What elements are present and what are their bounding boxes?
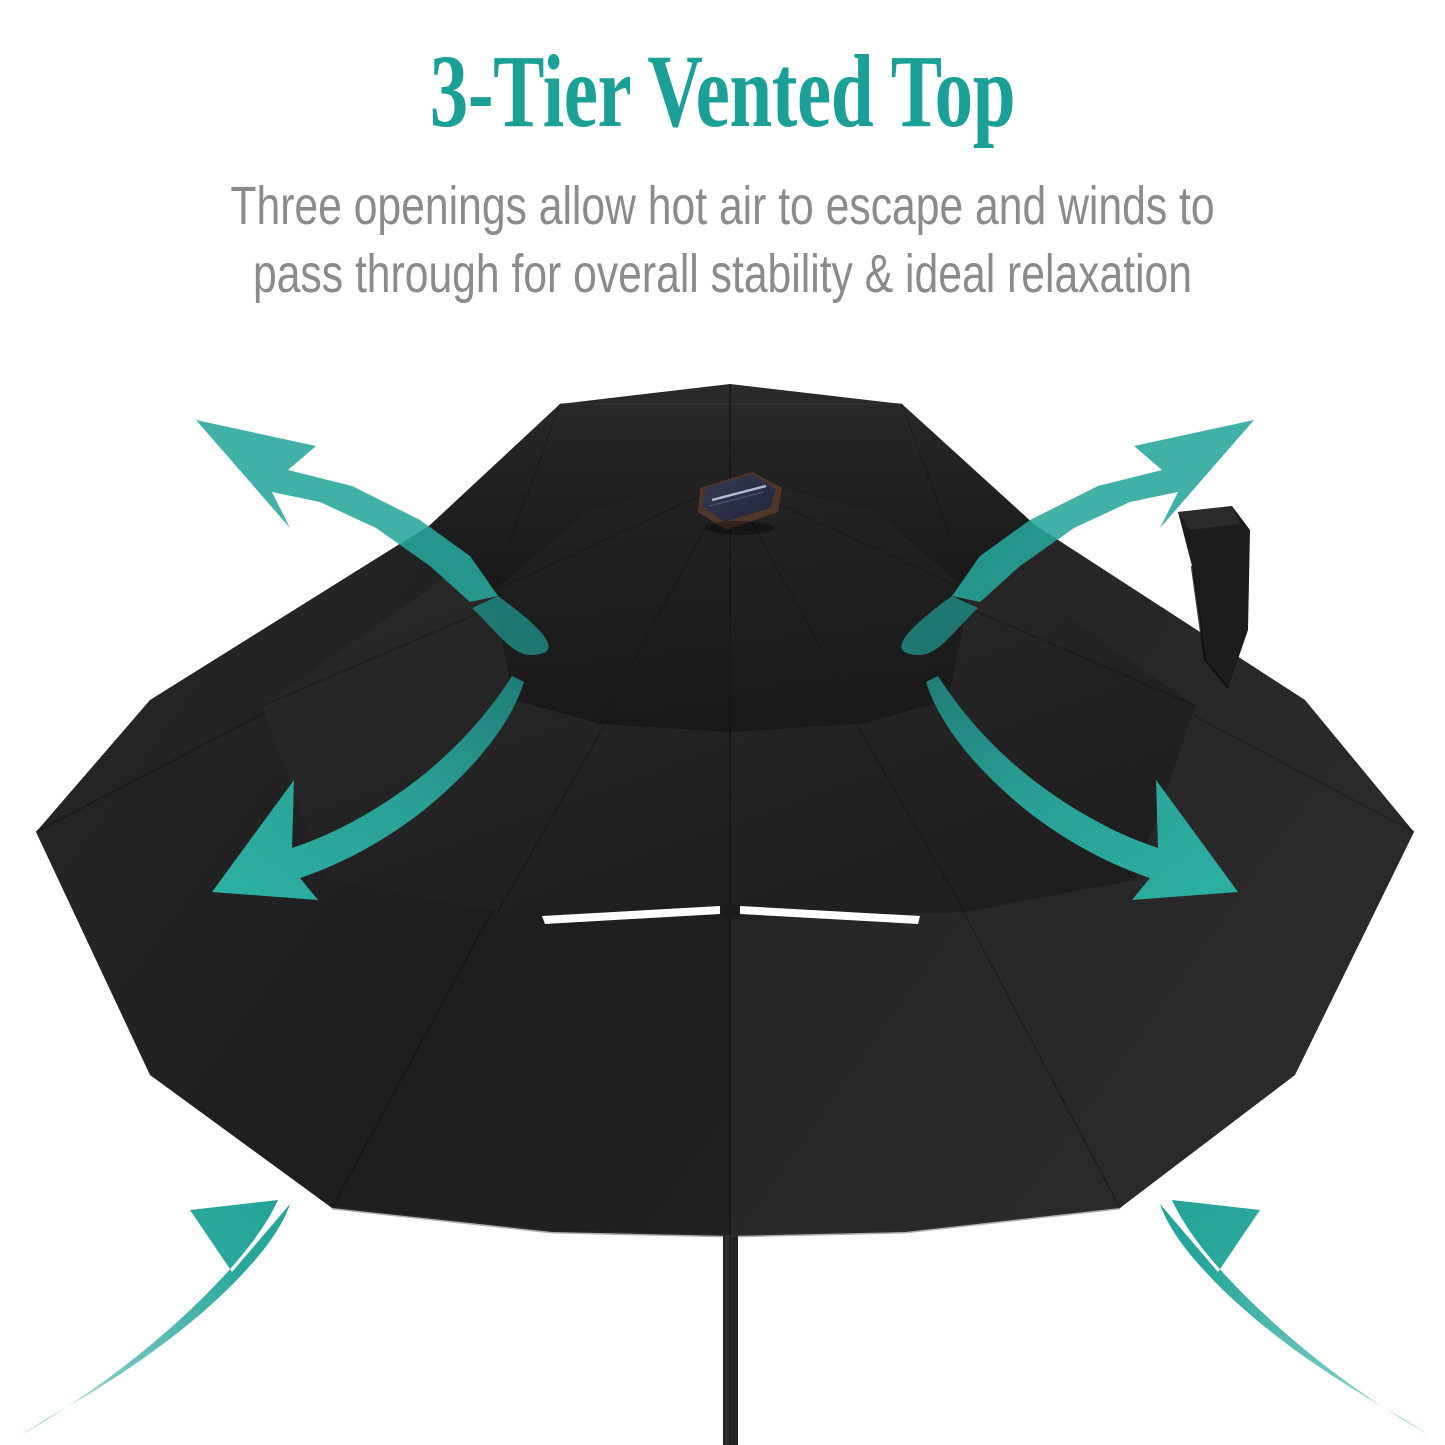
- canopy-top-tier: [491, 478, 971, 732]
- airflow-arrow-top-right: [901, 420, 1254, 656]
- airflow-arrow-mid-right: [926, 676, 1238, 900]
- subtitle-line-1: Three openings allow hot air to escape a…: [230, 176, 1215, 236]
- solar-panel-finial: [698, 472, 782, 535]
- airflow-arrow-mid-left: [212, 676, 524, 900]
- canopy-upper-peak: [430, 384, 1035, 593]
- fabric-tie-flap: [1178, 506, 1250, 689]
- subtitle-line-2: pass through for overall stability & ide…: [252, 244, 1193, 304]
- vent-opening-gap: [542, 904, 920, 924]
- page-title: 3-Tier Vented Top: [429, 34, 1016, 149]
- umbrella-pole: [723, 1200, 738, 1445]
- airflow-arrow-bottom-left: [20, 1200, 290, 1436]
- airflow-arrow-top-left: [196, 420, 549, 656]
- airflow-arrow-bottom-right: [1160, 1200, 1430, 1436]
- page-subtitle: Three openings allow hot air to escape a…: [152, 172, 1294, 308]
